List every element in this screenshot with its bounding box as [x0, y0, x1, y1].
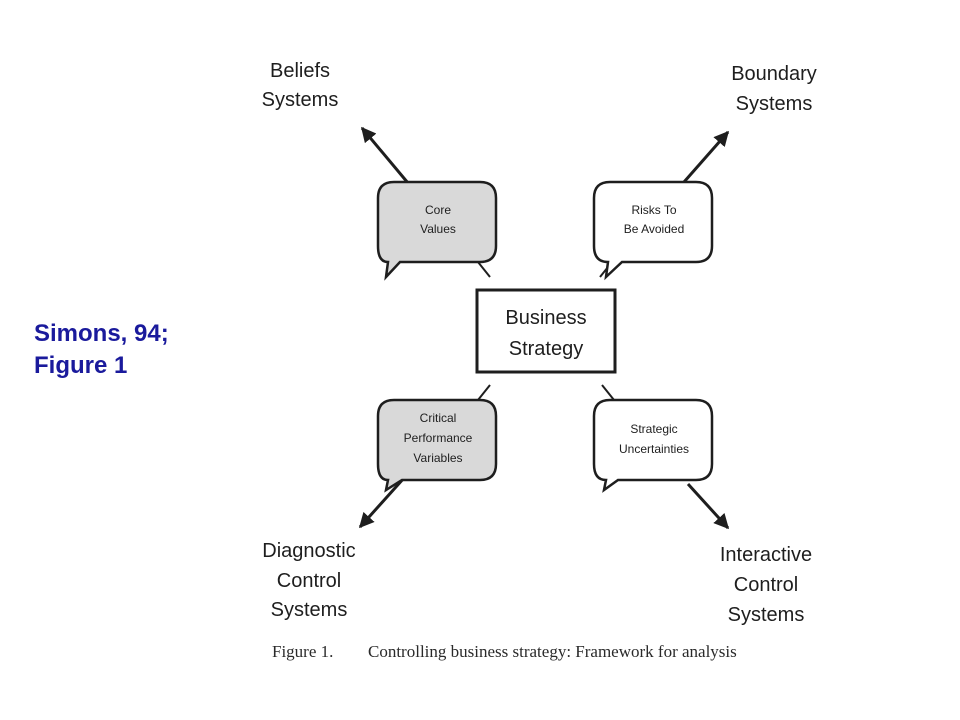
strategic-uncertainties-line-2: Uncertainties: [619, 442, 689, 456]
diagnostic-control-systems-label: Diagnostic Control Systems: [262, 540, 355, 621]
risks-line-2: Be Avoided: [624, 222, 685, 236]
critical-variables-line-1: Critical: [420, 411, 457, 425]
interactive-line-1: Interactive: [720, 544, 812, 566]
strategic-uncertainties-line-1: Strategic: [630, 422, 677, 436]
caption-text: Controlling business strategy: Framework…: [368, 642, 737, 661]
arrow-to-interactive-systems: [686, 482, 730, 530]
core-values-line-1: Core: [425, 203, 451, 217]
core-values-box: Core Values: [376, 180, 498, 281]
strategic-uncertainties-box: Strategic Uncertainties: [592, 398, 714, 493]
interactive-line-2: Control: [734, 574, 798, 596]
critical-variables-line-3: Variables: [413, 451, 462, 465]
arrow-to-boundary-systems: [682, 130, 730, 183]
beliefs-line-2: Systems: [262, 89, 339, 111]
risks-to-be-avoided-box: Risks To Be Avoided: [592, 180, 714, 281]
connector-core-values: [477, 261, 491, 278]
boundary-line-2: Systems: [736, 93, 813, 115]
critical-performance-variables-box: Critical Performance Variables: [376, 398, 498, 493]
beliefs-systems-label: Beliefs Systems: [262, 60, 339, 111]
beliefs-line-1: Beliefs: [270, 60, 330, 82]
boundary-line-1: Boundary: [731, 63, 817, 85]
diagnostic-line-1: Diagnostic: [262, 540, 355, 562]
source-note: Simons, 94; Figure 1: [34, 318, 169, 382]
critical-variables-line-2: Performance: [404, 431, 473, 445]
boundary-systems-label: Boundary Systems: [731, 63, 817, 115]
risks-line-1: Risks To: [631, 203, 676, 217]
arrow-to-beliefs-systems: [360, 126, 410, 184]
source-note-line-2: Figure 1: [34, 352, 128, 379]
connector-strategic-uncertainties: [601, 384, 615, 401]
business-strategy-box: Business Strategy: [475, 288, 617, 374]
connector-critical-variables: [477, 384, 491, 401]
core-values-line-2: Values: [420, 222, 456, 236]
diagnostic-line-2: Control: [277, 570, 341, 592]
arrow-to-diagnostic-systems: [358, 476, 406, 529]
business-strategy-line-1: Business: [505, 307, 586, 329]
source-note-line-1: Simons, 94;: [34, 320, 169, 347]
caption-label: Figure 1.: [272, 642, 333, 661]
diagnostic-line-3: Systems: [271, 599, 348, 621]
business-strategy-line-2: Strategy: [509, 338, 583, 360]
interactive-line-3: Systems: [728, 604, 805, 626]
figure-caption: Figure 1. Controlling business strategy:…: [272, 642, 737, 661]
interactive-control-systems-label: Interactive Control Systems: [720, 544, 812, 626]
